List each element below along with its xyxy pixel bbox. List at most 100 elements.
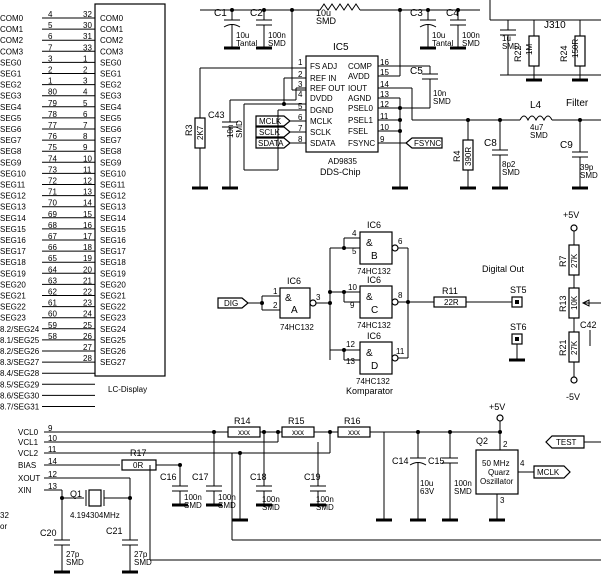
c3-v1: 10u bbox=[432, 31, 445, 40]
gate-b-type: & bbox=[366, 238, 373, 249]
gate-b-po: 6 bbox=[398, 237, 403, 246]
mcu-pin-label: VCL2 bbox=[18, 449, 39, 458]
lcd-left-label: SEG18 bbox=[0, 258, 26, 267]
r24-value: 150R bbox=[571, 39, 580, 58]
r16-value: xxx bbox=[348, 428, 360, 437]
r7-ref: R7 bbox=[558, 255, 568, 267]
c1: C1 10u Tantal bbox=[214, 8, 258, 50]
c5-v1: 10n bbox=[433, 89, 446, 98]
gate-b: & B IC6 74HC132 4 5 6 bbox=[352, 220, 403, 276]
dig-port: DIG bbox=[217, 297, 249, 309]
gate-d-type: & bbox=[366, 348, 373, 359]
lcd-inner-label: SEG5 bbox=[100, 114, 122, 123]
komparator-label: Komparator bbox=[346, 386, 393, 396]
lcd-left-label: SEG16 bbox=[0, 236, 26, 245]
c3-ref: C3 bbox=[410, 8, 423, 19]
st5-label: ST5 bbox=[510, 285, 527, 295]
r11-value: 22R bbox=[444, 298, 459, 307]
lcd-pin-b: 11 bbox=[83, 165, 92, 174]
lcd-inner-label: COM3 bbox=[100, 47, 124, 56]
c20-ref: C20 bbox=[40, 528, 57, 538]
lcd-pin-a: 71 bbox=[48, 188, 57, 197]
lcd-pin-b: 24 bbox=[83, 310, 92, 319]
lcd-pin-a: 59 bbox=[48, 321, 57, 330]
mcu-pin-number: 10 bbox=[48, 434, 57, 443]
sclk-port-label: SCLK bbox=[259, 128, 281, 137]
c4-v1: 100n bbox=[462, 31, 480, 40]
gate-b-p1: 4 bbox=[352, 229, 357, 238]
mcu-pin-fragment: 32 bbox=[0, 511, 9, 520]
c9-v2: SMD bbox=[580, 171, 598, 180]
c2-ref: C2 bbox=[250, 8, 263, 19]
q2-oscillator bbox=[475, 449, 519, 495]
plus5v-osc-label: +5V bbox=[489, 402, 505, 412]
q2-pin3: 3 bbox=[500, 496, 505, 505]
lcd-pin-b: 19 bbox=[83, 254, 92, 263]
lcd-left-label: SEG15 bbox=[0, 225, 26, 234]
mcu-label-fragment: or bbox=[0, 522, 7, 531]
lcd-pin-b: 17 bbox=[83, 232, 92, 241]
gate-a-unit: A bbox=[291, 305, 298, 316]
lcd-pin-b: 22 bbox=[83, 288, 92, 297]
r4-ref: R4 bbox=[452, 150, 462, 162]
lcd-pin-b: 25 bbox=[83, 321, 92, 330]
ic5-name: IC5 bbox=[333, 42, 349, 53]
c20-v1: 27p bbox=[66, 550, 80, 559]
q2-line1: 50 MHz bbox=[482, 459, 510, 468]
c15-v1: 100n bbox=[454, 479, 472, 488]
c1-v2: Tantal bbox=[236, 39, 258, 48]
c17-ref: C17 bbox=[192, 472, 209, 482]
mcu-pin-number: 11 bbox=[48, 445, 57, 454]
lcd-pin-b: 14 bbox=[83, 199, 92, 208]
ic5-left-pin-number: 8 bbox=[298, 135, 303, 144]
lc-display-title: LC-Display bbox=[108, 385, 147, 394]
lcd-inner-label: SEG23 bbox=[100, 314, 126, 323]
lcd-inner-label: SEG9 bbox=[100, 158, 122, 167]
c8-v2: SMD bbox=[502, 168, 520, 177]
lcd-pin-a: 5 bbox=[48, 21, 53, 30]
lcd-pin-a: 77 bbox=[48, 121, 57, 130]
r24-ref: R24 bbox=[559, 45, 569, 62]
gate-c: & C IC6 74HC132 10 9 8 bbox=[348, 275, 403, 330]
lcd-inner-label: COM0 bbox=[100, 14, 124, 23]
gate-d-part: 74HC132 bbox=[356, 377, 390, 386]
gate-c-part: 74HC132 bbox=[357, 321, 391, 330]
q1-ref: Q1 bbox=[70, 489, 82, 499]
gate-b-p2: 5 bbox=[352, 247, 357, 256]
c1-v1: 10u bbox=[236, 31, 249, 40]
ic5-left-pin-number: 1 bbox=[298, 58, 303, 67]
r13-value: 10K bbox=[570, 295, 579, 310]
c21-v2: SMD bbox=[134, 558, 152, 567]
c4-v2: SMD bbox=[462, 39, 480, 48]
lcd-left-label: SEG1 bbox=[0, 70, 22, 79]
r22-ref: R22 bbox=[513, 45, 523, 62]
lcd-pin-b: 1 bbox=[83, 54, 88, 63]
gate-c-po: 8 bbox=[398, 291, 403, 300]
lcd-inner-label: SEG17 bbox=[100, 247, 126, 256]
lcd-pin-a: 66 bbox=[48, 243, 57, 252]
test-port-label: TEST bbox=[556, 438, 577, 447]
r17-ref: R17 bbox=[130, 448, 147, 458]
dig-port-label: DIG bbox=[224, 299, 238, 308]
fsync-port-label: FSYNC bbox=[414, 139, 441, 148]
lcd-inner-label: SEG12 bbox=[100, 192, 126, 201]
ic5-right-pin-label: PSEL1 bbox=[348, 116, 373, 125]
ic5-part: AD9835 bbox=[328, 157, 357, 166]
lcd-left-label: 8.1/SEG25 bbox=[0, 336, 40, 345]
gate-b-part: 74HC132 bbox=[357, 267, 391, 276]
ic5-right-pin-label: AGND bbox=[348, 94, 371, 103]
c20-v2: SMD bbox=[66, 558, 84, 567]
c18-v1: 100n bbox=[262, 495, 280, 504]
q2-line3: Oszillator bbox=[480, 477, 514, 486]
lcd-left-label: 8.4/SEG28 bbox=[0, 369, 40, 378]
lcd-left-label: SEG12 bbox=[0, 192, 26, 201]
lcd-left-label: COM0 bbox=[0, 14, 24, 23]
lcd-left-label: COM3 bbox=[0, 47, 24, 56]
lcd-left-label: SEG9 bbox=[0, 158, 22, 167]
gate-a-ic: IC6 bbox=[287, 276, 301, 286]
mcu-pin-label: BIAS bbox=[18, 461, 36, 470]
lcd-inner-label: COM1 bbox=[100, 25, 124, 34]
lcd-pin-a: 74 bbox=[48, 154, 57, 163]
lcd-left-label: 8.2/SEG24 bbox=[0, 325, 40, 334]
